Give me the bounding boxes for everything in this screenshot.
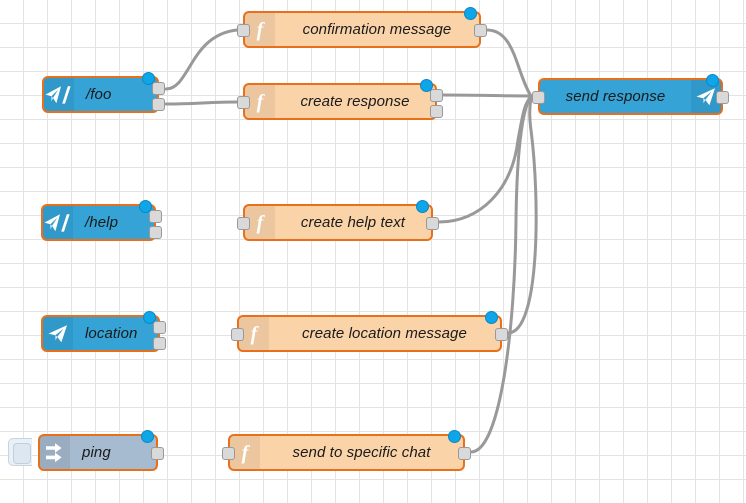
node-label: confirmation message <box>302 21 452 38</box>
node-input-port[interactable] <box>237 24 250 37</box>
node-changed-indicator <box>139 200 152 213</box>
node-body: location <box>43 317 158 350</box>
node-output-port[interactable] <box>153 337 166 350</box>
node-output-port[interactable] <box>149 210 162 223</box>
node-label: ping <box>82 444 111 461</box>
node-output-port[interactable] <box>149 226 162 239</box>
node-output-port[interactable] <box>151 447 164 460</box>
node-label: create response <box>300 93 410 110</box>
flow-wire[interactable] <box>164 100 239 106</box>
node-create-help-text[interactable]: f create help text <box>237 200 439 241</box>
node-body: send response <box>540 80 721 113</box>
node-output-port[interactable] <box>152 98 165 111</box>
node-body: /foo <box>44 78 157 111</box>
node-body: /help <box>43 206 154 239</box>
node-changed-indicator <box>416 200 429 213</box>
node-body: ping <box>40 436 156 469</box>
node-changed-indicator <box>420 79 433 92</box>
flow-wire[interactable] <box>437 95 533 224</box>
node-changed-indicator <box>143 311 156 324</box>
telegram-plane-icon <box>43 317 73 350</box>
node-body: f confirmation message <box>245 13 479 46</box>
function-f-icon: f <box>239 317 269 350</box>
flow-wire[interactable] <box>485 28 533 98</box>
node-label: /foo <box>86 86 112 103</box>
function-f-icon: f <box>245 206 275 239</box>
node-input-port[interactable] <box>237 217 250 230</box>
telegram-command-icon <box>43 206 73 239</box>
node-label: create location message <box>302 325 467 342</box>
node-body: f send to specific chat <box>230 436 463 469</box>
inject-trigger-button-face <box>13 443 31 464</box>
node-changed-indicator <box>464 7 477 20</box>
svg-text:f: f <box>251 323 260 345</box>
flow-wire[interactable] <box>164 28 239 91</box>
node-changed-indicator <box>448 430 461 443</box>
node-input-port[interactable] <box>231 328 244 341</box>
node-send-response[interactable]: send response <box>532 74 729 115</box>
function-f-icon: f <box>230 436 260 469</box>
node-location[interactable]: location <box>41 311 166 352</box>
node-output-port[interactable] <box>153 321 166 334</box>
node-create-location-message[interactable]: f create location message <box>231 311 508 352</box>
node-output-port[interactable] <box>474 24 487 37</box>
node-output-port[interactable] <box>716 91 729 104</box>
node-input-port[interactable] <box>532 91 545 104</box>
node-foo[interactable]: /foo <box>42 72 165 113</box>
node-output-port[interactable] <box>430 89 443 102</box>
flow-wire[interactable] <box>441 93 533 98</box>
node-label: send to specific chat <box>292 444 431 461</box>
inject-trigger-button[interactable] <box>8 438 32 466</box>
svg-text:f: f <box>257 91 266 113</box>
node-changed-indicator <box>141 430 154 443</box>
flow-wire[interactable] <box>506 95 538 335</box>
svg-text:f: f <box>257 212 266 234</box>
node-create-response[interactable]: f create response <box>237 79 443 120</box>
node-help[interactable]: /help <box>41 200 162 241</box>
node-body: f create response <box>245 85 435 118</box>
node-confirmation-message[interactable]: f confirmation message <box>237 7 487 48</box>
telegram-command-icon <box>44 78 74 111</box>
node-label: send response <box>565 88 666 105</box>
node-output-port[interactable] <box>430 105 443 118</box>
node-output-port[interactable] <box>152 82 165 95</box>
node-label: create help text <box>300 214 406 231</box>
flow-wire[interactable] <box>469 95 533 454</box>
node-changed-indicator <box>485 311 498 324</box>
node-changed-indicator <box>142 72 155 85</box>
node-body: f create location message <box>239 317 500 350</box>
node-input-port[interactable] <box>237 96 250 109</box>
node-output-port[interactable] <box>458 447 471 460</box>
node-label: location <box>85 325 138 342</box>
function-f-icon: f <box>245 13 275 46</box>
svg-text:f: f <box>257 19 266 41</box>
node-send-to-specific-chat[interactable]: f send to specific chat <box>222 430 471 471</box>
node-body: f create help text <box>245 206 431 239</box>
node-output-port[interactable] <box>495 328 508 341</box>
node-label: /help <box>85 214 119 231</box>
inject-arrow-icon <box>40 436 70 469</box>
svg-text:f: f <box>242 442 251 464</box>
node-ping[interactable]: ping <box>38 430 164 471</box>
function-f-icon: f <box>245 85 275 118</box>
node-output-port[interactable] <box>426 217 439 230</box>
node-input-port[interactable] <box>222 447 235 460</box>
node-changed-indicator <box>706 74 719 87</box>
